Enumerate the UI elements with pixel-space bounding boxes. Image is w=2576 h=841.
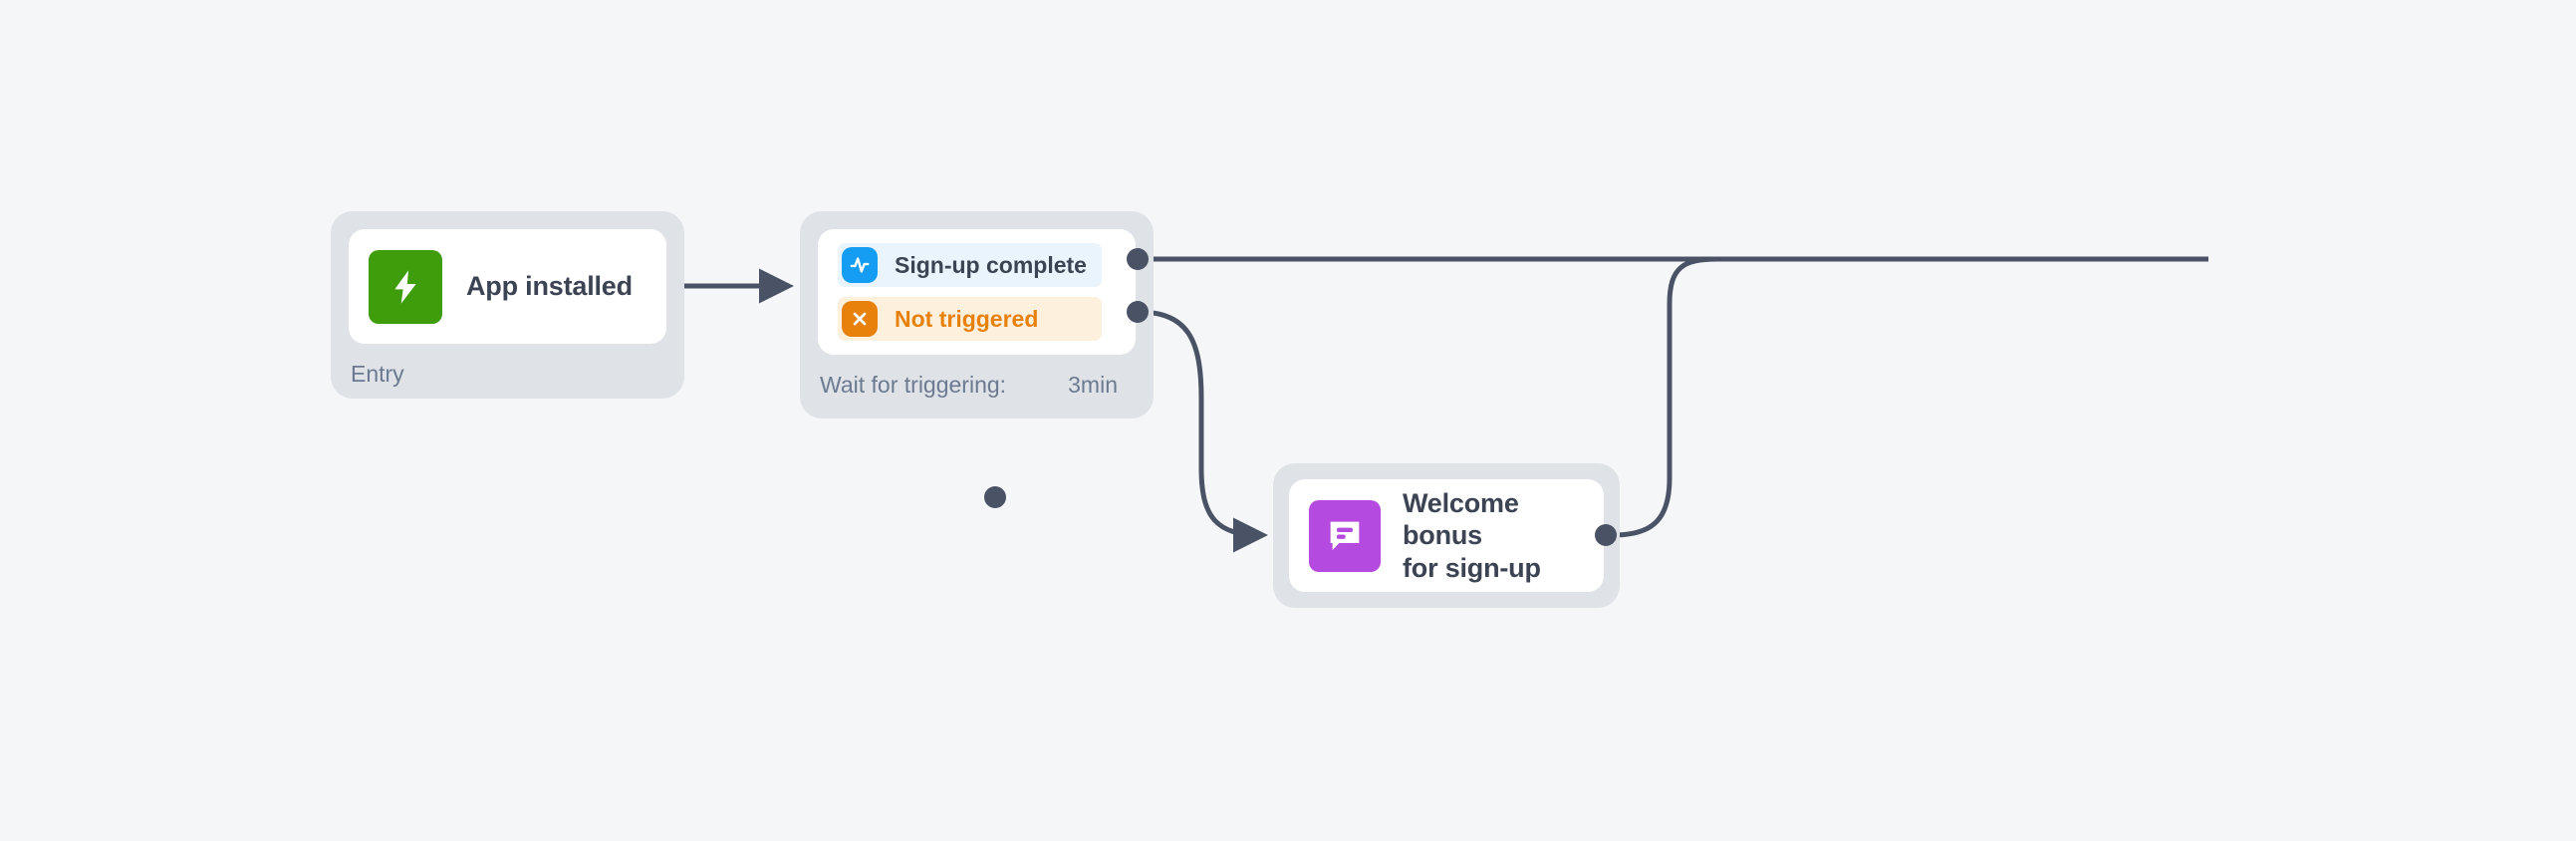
node-footer-label: Entry (351, 361, 404, 387)
node-title: App installed (466, 271, 633, 302)
node-card[interactable]: Welcome bonus for sign-up (1289, 479, 1604, 592)
node-card[interactable]: App installed (349, 229, 666, 344)
output-port-sign-up-complete[interactable] (1127, 248, 1149, 270)
edge-fail-to-message (1137, 309, 1268, 553)
branch-row-not-triggered[interactable]: Not triggered (838, 297, 1102, 341)
branch-label: Sign-up complete (895, 251, 1087, 278)
chat-bubble-icon (1309, 499, 1381, 572)
lightning-bolt-icon (369, 249, 442, 324)
node-welcome-bonus[interactable]: Welcome bonus for sign-up (1273, 463, 1620, 608)
node-title-line-1: Welcome bonus (1403, 487, 1519, 551)
node-app-installed[interactable]: App installed Entry (331, 211, 1006, 508)
node-card[interactable]: Sign-up complete Not triggered (818, 229, 1136, 355)
node-footer: Wait for triggering: 3min (820, 374, 1134, 397)
output-port[interactable] (984, 486, 1006, 508)
branch-label: Not triggered (895, 305, 1039, 332)
output-port-not-triggered[interactable] (1127, 301, 1149, 323)
edge-message-to-main (1613, 256, 1718, 538)
output-port[interactable] (1595, 524, 1617, 546)
activity-pulse-icon (842, 247, 878, 283)
branch-row-sign-up-complete[interactable]: Sign-up complete (838, 243, 1102, 287)
node-title: Welcome bonus for sign-up (1403, 487, 1592, 584)
node-footer-value: 3min (1068, 372, 1118, 398)
node-footer-label: Wait for triggering: (820, 372, 1007, 398)
node-title-line-2: for sign-up (1403, 552, 1541, 583)
close-x-icon (842, 301, 878, 337)
node-wait-for-trigger[interactable]: Sign-up complete Not triggered Wait for … (800, 211, 1154, 419)
